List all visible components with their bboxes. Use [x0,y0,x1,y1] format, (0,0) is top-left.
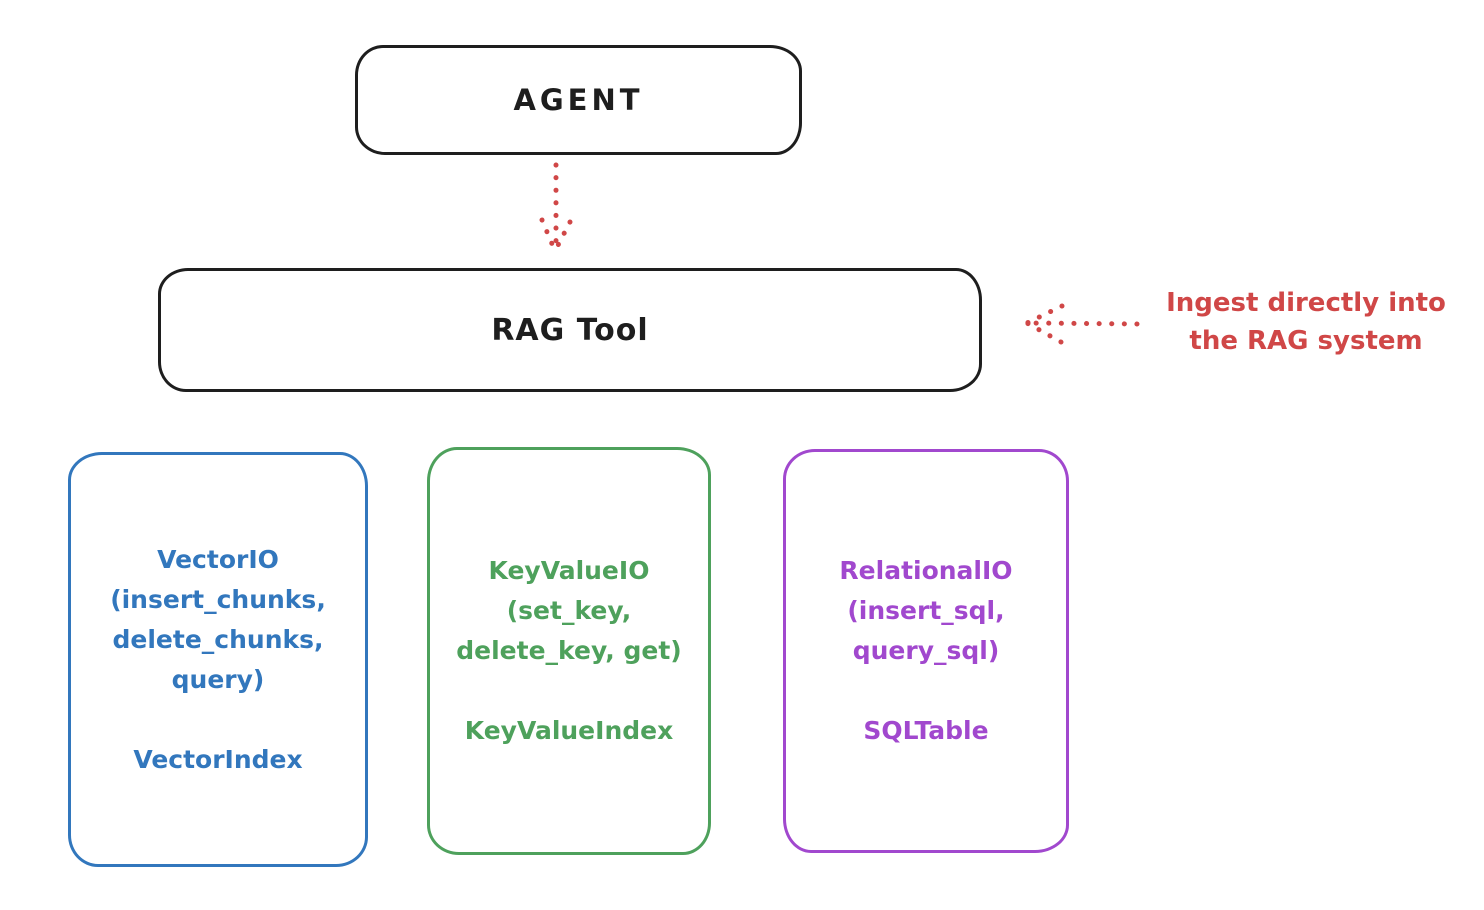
keyvalue-index-label: KeyValueIndex [464,716,674,745]
vector-io-signature: VectorIO (insert_chunks, delete_chunks, … [110,540,326,700]
left-arrow-icon [1024,303,1140,345]
rag-tool-label: RAG Tool [491,312,649,348]
keyvalue-io-box: KeyValueIO (set_key, delete_key, get) Ke… [427,447,711,855]
rag-tool-node: RAG Tool [158,268,982,392]
keyvalue-io-line: KeyValueIO [488,556,650,585]
ingest-annotation-line2: the RAG system [1189,326,1423,356]
agent-label: AGENT [513,83,644,117]
relational-io-signature: RelationalIO (insert_sql, query_sql) [839,551,1012,671]
relational-io-box: RelationalIO (insert_sql, query_sql) SQL… [783,449,1069,853]
vector-io-line: VectorIO [157,544,279,574]
down-arrow-icon [539,162,573,254]
agent-node: AGENT [355,45,802,155]
ingest-annotation-line1: Ingest directly into [1166,288,1446,318]
relational-io-line: query_sql) [852,636,1000,665]
vector-io-line: delete_chunks, [112,624,324,654]
relational-io-line: (insert_sql, [847,596,1005,625]
vector-index-label: VectorIndex [133,744,303,774]
keyvalue-io-signature: KeyValueIO (set_key, delete_key, get) [456,551,681,671]
ingest-annotation-arrow [1024,303,1140,345]
relational-io-line: RelationalIO [839,556,1013,585]
keyvalue-io-line: delete_key, get) [456,636,682,665]
vector-io-line: (insert_chunks, [110,584,326,614]
ingest-annotation-text: Ingest directly into the RAG system [1128,284,1484,360]
agent-to-rag-arrow [539,162,573,254]
vector-io-box: VectorIO (insert_chunks, delete_chunks, … [68,452,368,867]
sql-table-label: SQLTable [863,716,989,745]
keyvalue-io-line: (set_key, [506,596,632,625]
vector-io-line: query) [171,664,265,694]
